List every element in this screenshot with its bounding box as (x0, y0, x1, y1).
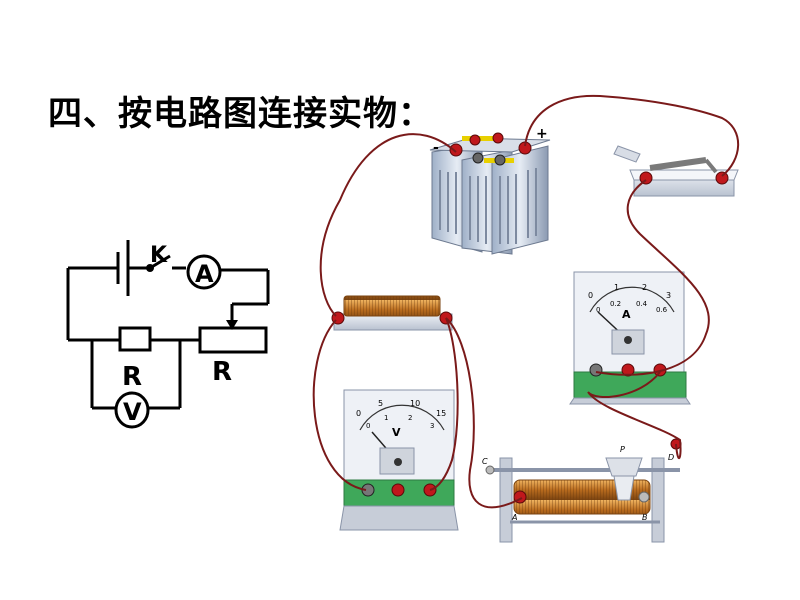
switch-terminal-right[interactable] (715, 171, 729, 185)
rheostat-symbol (198, 326, 268, 354)
ammeter-symbol (186, 254, 222, 290)
voltmeter-scale-top-2: 10 (410, 399, 420, 408)
voltmeter-scale-bottom-0: 0 (366, 422, 370, 430)
rheostat-label-a: A (511, 513, 517, 522)
switch-label: K (150, 243, 168, 268)
ammeter-scale-bottom-1: 0.2 (610, 300, 621, 308)
schematic-diagram (66, 240, 270, 429)
ammeter-terminal-negative[interactable] (589, 363, 603, 377)
rheostat-terminal-c[interactable] (485, 465, 495, 475)
switch-blade (149, 254, 171, 270)
battery-pack[interactable] (429, 132, 551, 255)
ammeter-scale-bottom-2: 0.4 (636, 300, 648, 308)
page-title: 四、按电路图连接实物： (48, 94, 433, 134)
switch-handle[interactable] (613, 145, 641, 163)
slider-arrowhead (226, 320, 238, 330)
battery-terminal[interactable] (469, 134, 481, 146)
voltmeter-terminal-3[interactable] (391, 483, 405, 497)
battery-terminal[interactable] (472, 152, 484, 164)
voltmeter-scale-bottom-2: 2 (408, 414, 412, 422)
wire-resistor-to-rheostat-a (445, 317, 523, 509)
ammeter-symbol-label: A (622, 308, 631, 321)
battery-plus-label: + (536, 126, 548, 142)
rheostat-label-c: C (482, 457, 488, 466)
battery-minus-label: - (433, 140, 439, 156)
voltmeter-scale-bottom-1: 1 (384, 414, 388, 422)
rheostat-terminal-b[interactable] (638, 491, 650, 503)
wire-switch-to-ammeter (595, 179, 710, 376)
ammeter-terminal-0-6[interactable] (621, 363, 635, 377)
wire-ammeter-to-rheostat-d (587, 371, 682, 460)
ammeter-scale-bottom-0: 0 (596, 306, 600, 314)
fixed-resistor[interactable] (331, 295, 453, 331)
resistor-label: R (122, 362, 142, 392)
rheostat-slider-p[interactable] (605, 457, 643, 477)
voltmeter-symbol-label: V (392, 426, 401, 439)
ammeter-label: A (195, 260, 214, 288)
wire-resistor-to-voltmeter-negative (312, 319, 367, 491)
voltmeter-label: V (123, 398, 142, 426)
knife-switch[interactable] (613, 145, 739, 197)
wire-resistor-to-voltmeter-15 (429, 317, 459, 491)
voltmeter-scale-bottom-3: 3 (430, 422, 434, 430)
rheostat-label-b: B (642, 513, 648, 522)
ammeter-scale-top-0: 0 (588, 291, 593, 300)
ammeter-scale-top-3: 3 (666, 291, 671, 300)
ammeter-scale-top-1: 1 (614, 283, 619, 292)
resistor-coil (343, 295, 441, 317)
ammeter-scale-bottom-3: 0.6 (656, 306, 668, 314)
battery-terminal[interactable] (492, 132, 504, 144)
connecting-wires (312, 94, 740, 509)
voltmeter-symbol (114, 391, 150, 429)
ammeter-scale-top-2: 2 (642, 283, 647, 292)
switch-blade-metal (649, 157, 707, 171)
rheostat-label-p: P (620, 445, 625, 454)
sliding-rheostat[interactable] (485, 438, 682, 543)
wire-battery-negative-to-resistor (319, 133, 457, 317)
rheostat-label: R (212, 357, 232, 387)
ammeter-device[interactable] (569, 271, 691, 405)
rheostat-left-stand (499, 457, 513, 543)
battery-negative-terminal[interactable] (449, 143, 463, 157)
resistor-symbol (118, 326, 152, 352)
voltmeter-scale-top-3: 15 (436, 409, 446, 418)
rheostat-label-d: D (668, 453, 674, 462)
battery-terminal[interactable] (494, 154, 506, 166)
voltmeter-scale-top-1: 5 (378, 399, 383, 408)
voltmeter-scale-top-0: 0 (356, 409, 361, 418)
voltmeter-device[interactable] (339, 389, 459, 531)
wire-battery-positive-to-switch (524, 94, 740, 177)
